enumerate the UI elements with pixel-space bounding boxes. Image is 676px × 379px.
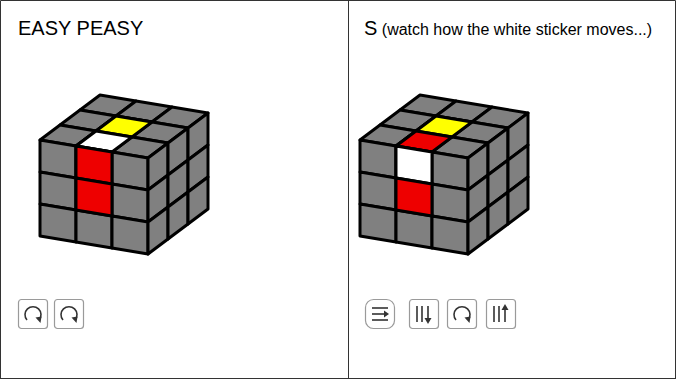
move-icon (410, 300, 439, 329)
move-icon (366, 300, 395, 329)
cell-heading: EASY PEASY (18, 17, 143, 40)
move-icon (55, 300, 84, 329)
move-icon (19, 300, 48, 329)
rubiks-cube (360, 95, 528, 254)
cell-heading-group: S (watch how the white sticker moves...) (364, 17, 654, 41)
move-icon (487, 300, 516, 329)
move-name: S (364, 17, 377, 39)
move-icon (448, 300, 477, 329)
rubiks-cube (40, 95, 208, 254)
cell-note: (watch how the white sticker moves...) (382, 21, 652, 38)
